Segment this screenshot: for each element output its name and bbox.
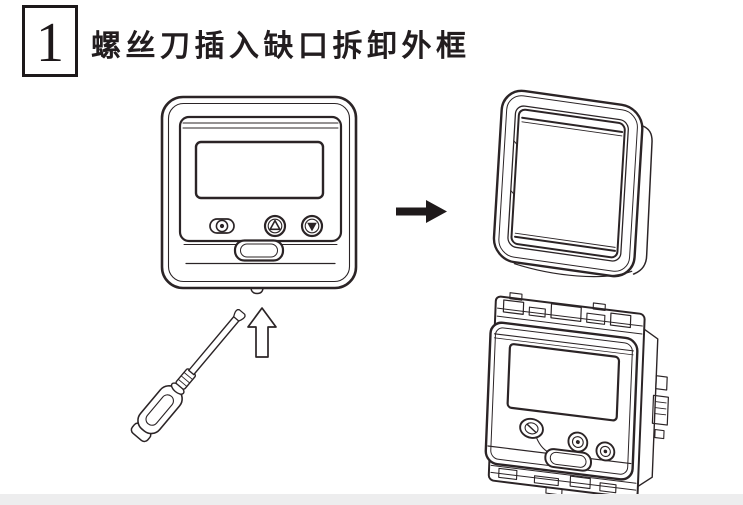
- down-button-icon: [300, 214, 324, 238]
- exploded-view-figure: [484, 89, 669, 499]
- thermostat-body-view: [484, 292, 669, 499]
- latch-tab: [544, 448, 593, 472]
- power-button-icon: [209, 218, 235, 234]
- insert-direction-arrow-icon: [247, 307, 277, 358]
- latch-tab: [233, 239, 285, 262]
- right-arrow-icon: [396, 200, 447, 223]
- removed-outer-frame-view: [492, 89, 653, 278]
- down-button-icon: [595, 441, 616, 462]
- footer-band: [0, 494, 743, 505]
- page-title: 螺丝刀插入缺口拆卸外框: [91, 30, 471, 63]
- screwdriver-icon: [130, 309, 246, 443]
- thermostat-front-view: [160, 95, 358, 295]
- front-view-figure: [130, 95, 358, 443]
- up-button-icon: [263, 214, 287, 238]
- step-number: 1: [36, 11, 64, 74]
- frame-notch: [250, 287, 264, 295]
- body-side-depth: [637, 328, 659, 488]
- step-number-box: 1: [22, 5, 78, 77]
- side-clip: [651, 375, 669, 440]
- lcd-display: [506, 343, 621, 422]
- lcd-display: [194, 140, 325, 200]
